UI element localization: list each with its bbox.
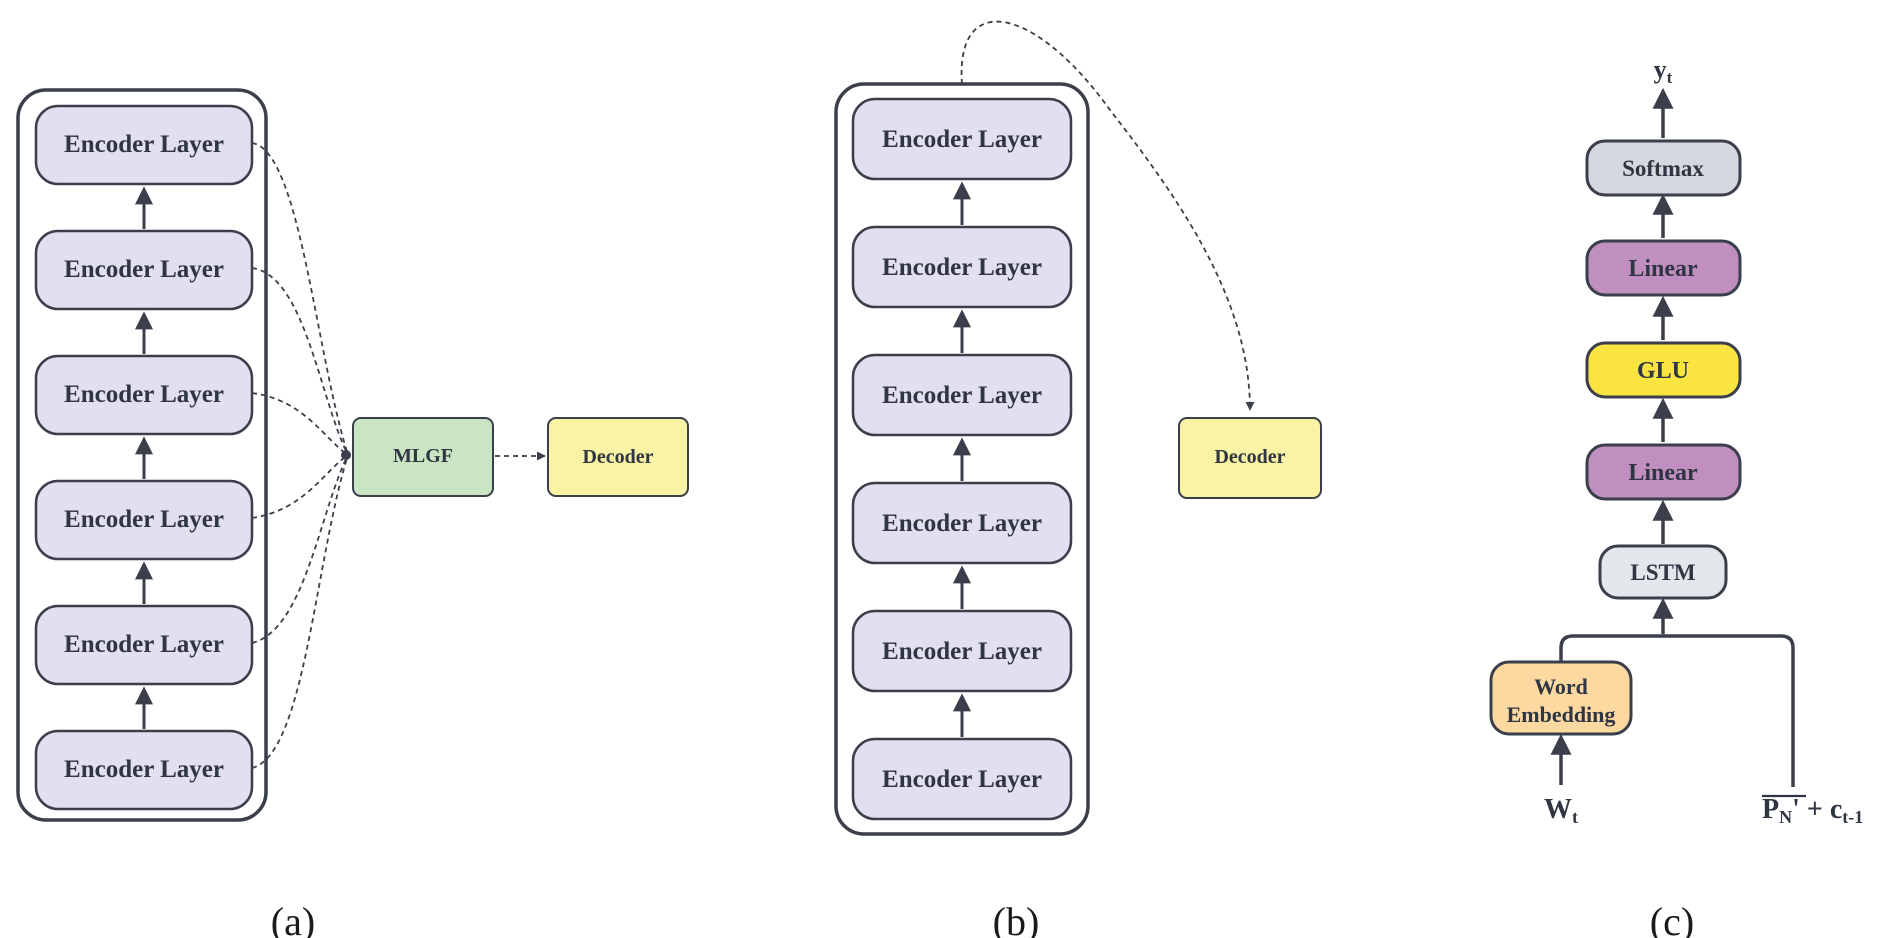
glu-label: GLU: [1637, 358, 1689, 384]
linear-bottom-label: Linear: [1628, 460, 1698, 486]
embedding-label-line1: Word: [1534, 674, 1588, 699]
panel-a: Encoder Layer Encoder Layer Encoder Laye…: [16, 88, 689, 938]
mlgf-block: MLGF: [352, 417, 494, 497]
encoder-layer-a-4: Encoder Layer: [34, 354, 254, 436]
fusion-link-6: [251, 454, 349, 769]
lstm-label: LSTM: [1630, 560, 1695, 585]
encoder-layer-b-5: Encoder Layer: [851, 225, 1073, 309]
mlgf-label: MLGF: [393, 445, 453, 467]
decoder-label: Decoder: [1214, 446, 1285, 468]
decoder-block-a: Decoder: [547, 417, 689, 497]
caption-c: (c): [1650, 899, 1694, 938]
svg-text:PN' + ct-1: PN' + ct-1: [1762, 794, 1863, 827]
top-layer-to-decoder-link: [960, 20, 1255, 411]
embedding-label-line2: Embedding: [1507, 702, 1616, 727]
encoder-layer-a-1: Encoder Layer: [34, 729, 254, 811]
input-word-label: Wt: [1544, 794, 1578, 827]
encoder-layer-b-3: Encoder Layer: [851, 481, 1073, 565]
encoder-layer-label: Encoder Layer: [882, 766, 1042, 793]
softmax-block: Softmax: [1585, 139, 1742, 197]
fusion-link-5: [251, 454, 349, 644]
encoder-layer-label: Encoder Layer: [64, 256, 224, 283]
fusion-link-4: [251, 454, 349, 519]
fusion-link-1: [251, 142, 349, 456]
decoder-block-b: Decoder: [1178, 417, 1322, 499]
fusion-link-2: [251, 267, 349, 456]
softmax-label: Softmax: [1622, 156, 1704, 181]
output-label: yt: [1654, 55, 1673, 87]
lstm-block: LSTM: [1598, 544, 1728, 600]
fusion-joint-dot: [341, 450, 351, 460]
encoder-layer-label: Encoder Layer: [64, 631, 224, 658]
caption-a: (a): [271, 899, 315, 938]
input-context-label: PN' + ct-1: [1762, 794, 1863, 827]
encoder-layer-label: Encoder Layer: [882, 638, 1042, 665]
encoder-layer-b-4: Encoder Layer: [851, 353, 1073, 437]
word-embedding-block: Word Embedding: [1489, 660, 1633, 736]
encoder-layer-b-6: Encoder Layer: [851, 97, 1073, 181]
caption-b: (b): [993, 899, 1040, 938]
panel-c: yt Softmax Linear GLU Linear LSTM Word E…: [1489, 55, 1863, 938]
encoder-layer-label: Encoder Layer: [882, 382, 1042, 409]
encoder-layer-label: Encoder Layer: [64, 506, 224, 533]
encoder-stack-frame-a: [16, 88, 268, 822]
encoder-layer-a-6: Encoder Layer: [34, 104, 254, 186]
encoder-layer-label: Encoder Layer: [882, 254, 1042, 281]
linear-bottom-block: Linear: [1585, 443, 1742, 501]
fusion-link-3: [251, 392, 349, 456]
encoder-layer-label: Encoder Layer: [882, 126, 1042, 153]
panel-b: Encoder Layer Encoder Layer Encoder Laye…: [834, 20, 1322, 938]
encoder-layer-a-2: Encoder Layer: [34, 604, 254, 686]
encoder-layer-label: Encoder Layer: [64, 131, 224, 158]
encoder-layer-label: Encoder Layer: [64, 381, 224, 408]
linear-top-label: Linear: [1628, 256, 1698, 282]
encoder-layer-label: Encoder Layer: [64, 756, 224, 783]
linear-top-block: Linear: [1585, 239, 1742, 297]
flow-arrows-c: [1550, 87, 1674, 785]
encoder-layer-label: Encoder Layer: [882, 510, 1042, 537]
encoder-layer-b-1: Encoder Layer: [851, 737, 1073, 821]
decoder-label: Decoder: [582, 446, 653, 468]
fusion-links-a: [251, 142, 349, 769]
encoder-layer-b-2: Encoder Layer: [851, 609, 1073, 693]
encoder-layer-a-5: Encoder Layer: [34, 229, 254, 311]
glu-block: GLU: [1585, 341, 1742, 399]
merge-connector: [1559, 634, 1795, 787]
encoder-layer-a-3: Encoder Layer: [34, 479, 254, 561]
